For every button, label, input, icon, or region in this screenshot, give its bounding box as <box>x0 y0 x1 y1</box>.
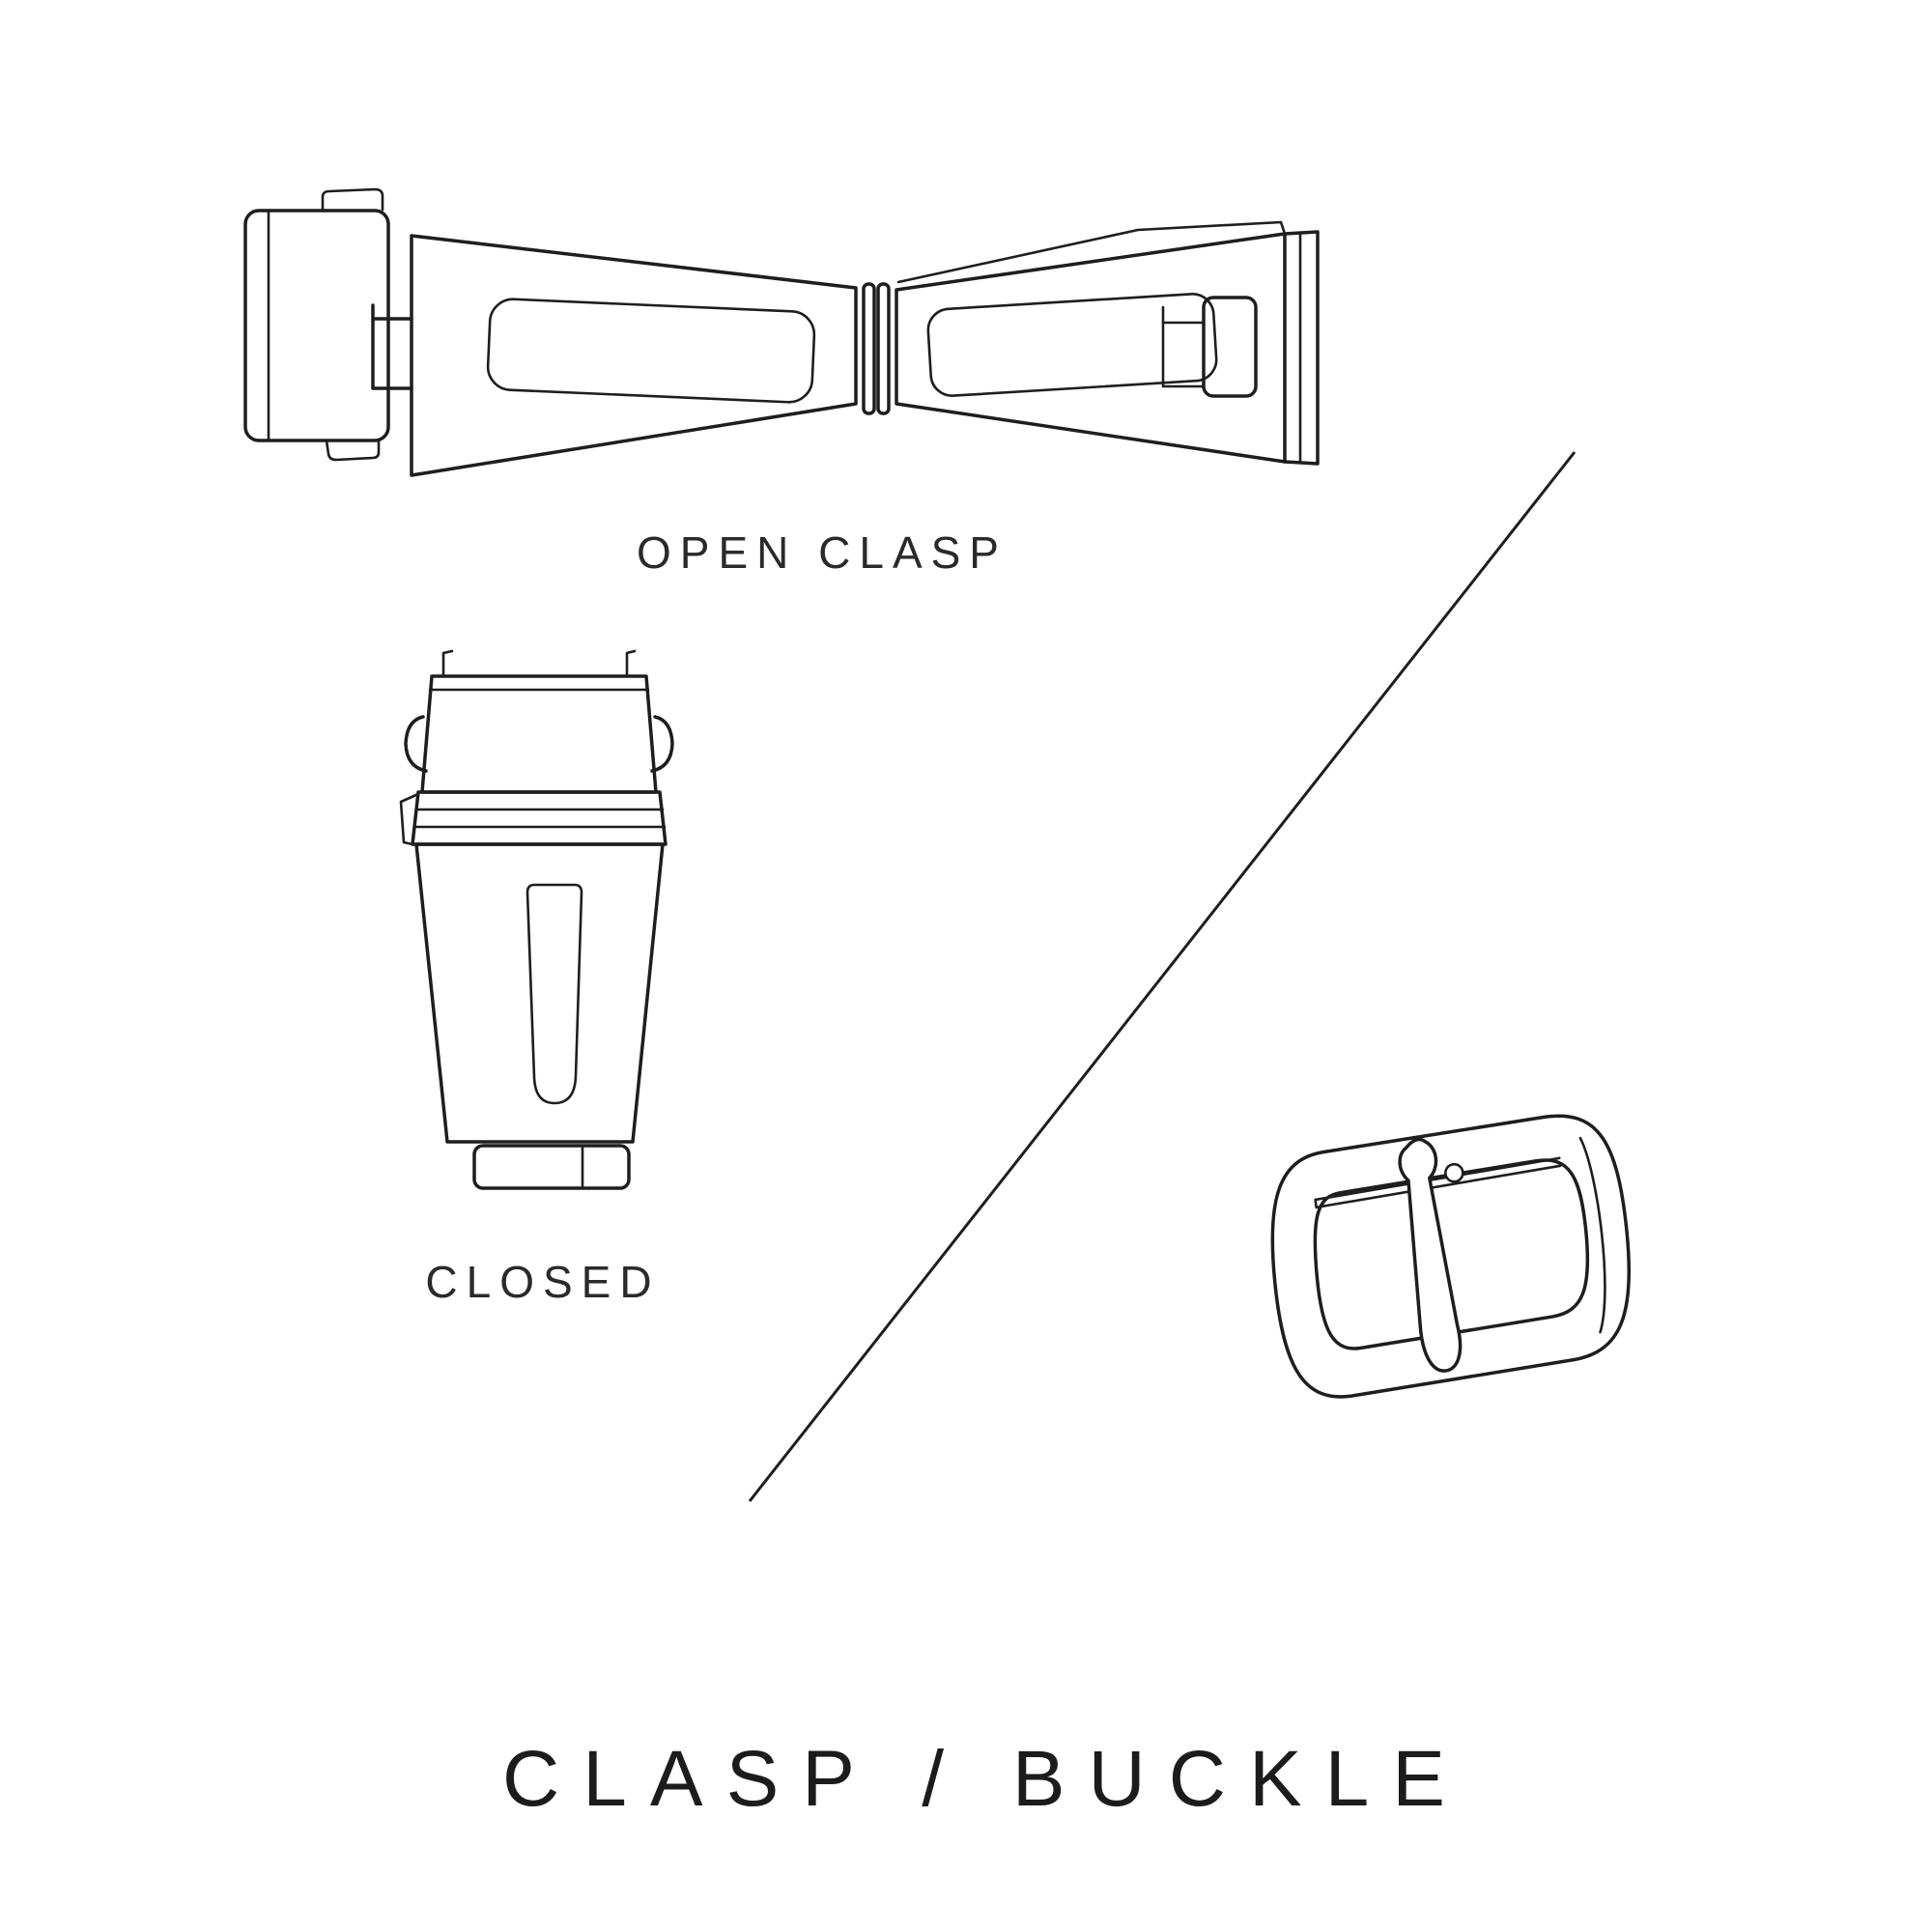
open-clasp-illustration <box>243 187 1320 477</box>
closed-clasp-label: CLOSED <box>425 1257 661 1307</box>
page-title: CLASP / BUCKLE <box>502 1735 1468 1823</box>
buckle-illustration <box>1270 1114 1632 1399</box>
closed-clasp-illustration <box>399 649 674 1190</box>
open-clasp-label: OPEN CLASP <box>637 527 1008 578</box>
